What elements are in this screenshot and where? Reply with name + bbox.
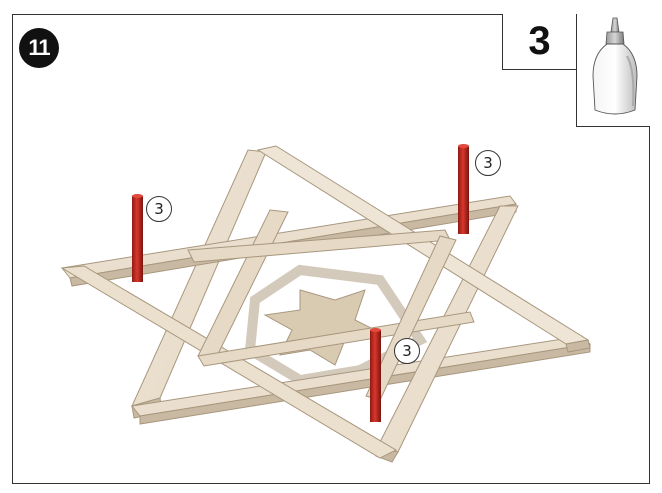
callout-left-label: 3	[154, 200, 164, 218]
glue-bottle-icon	[592, 17, 638, 115]
inner-star-frame	[187, 209, 475, 401]
step-number-badge: 11	[19, 28, 59, 68]
dowel-left	[132, 194, 143, 282]
callout-center: 3	[394, 338, 420, 364]
callout-right: 3	[475, 150, 501, 176]
supply-box	[576, 14, 650, 127]
star-triangle-up-right	[256, 145, 591, 353]
step-number: 11	[28, 35, 50, 60]
star-triangle-up	[131, 149, 592, 425]
quantity-value: 3	[528, 19, 551, 63]
callout-right-label: 3	[483, 154, 493, 172]
dowel-right	[458, 144, 469, 234]
callout-center-label: 3	[402, 342, 412, 360]
quantity-box: 3	[502, 14, 577, 70]
dowel-center	[370, 328, 381, 422]
callout-left: 3	[146, 196, 172, 222]
